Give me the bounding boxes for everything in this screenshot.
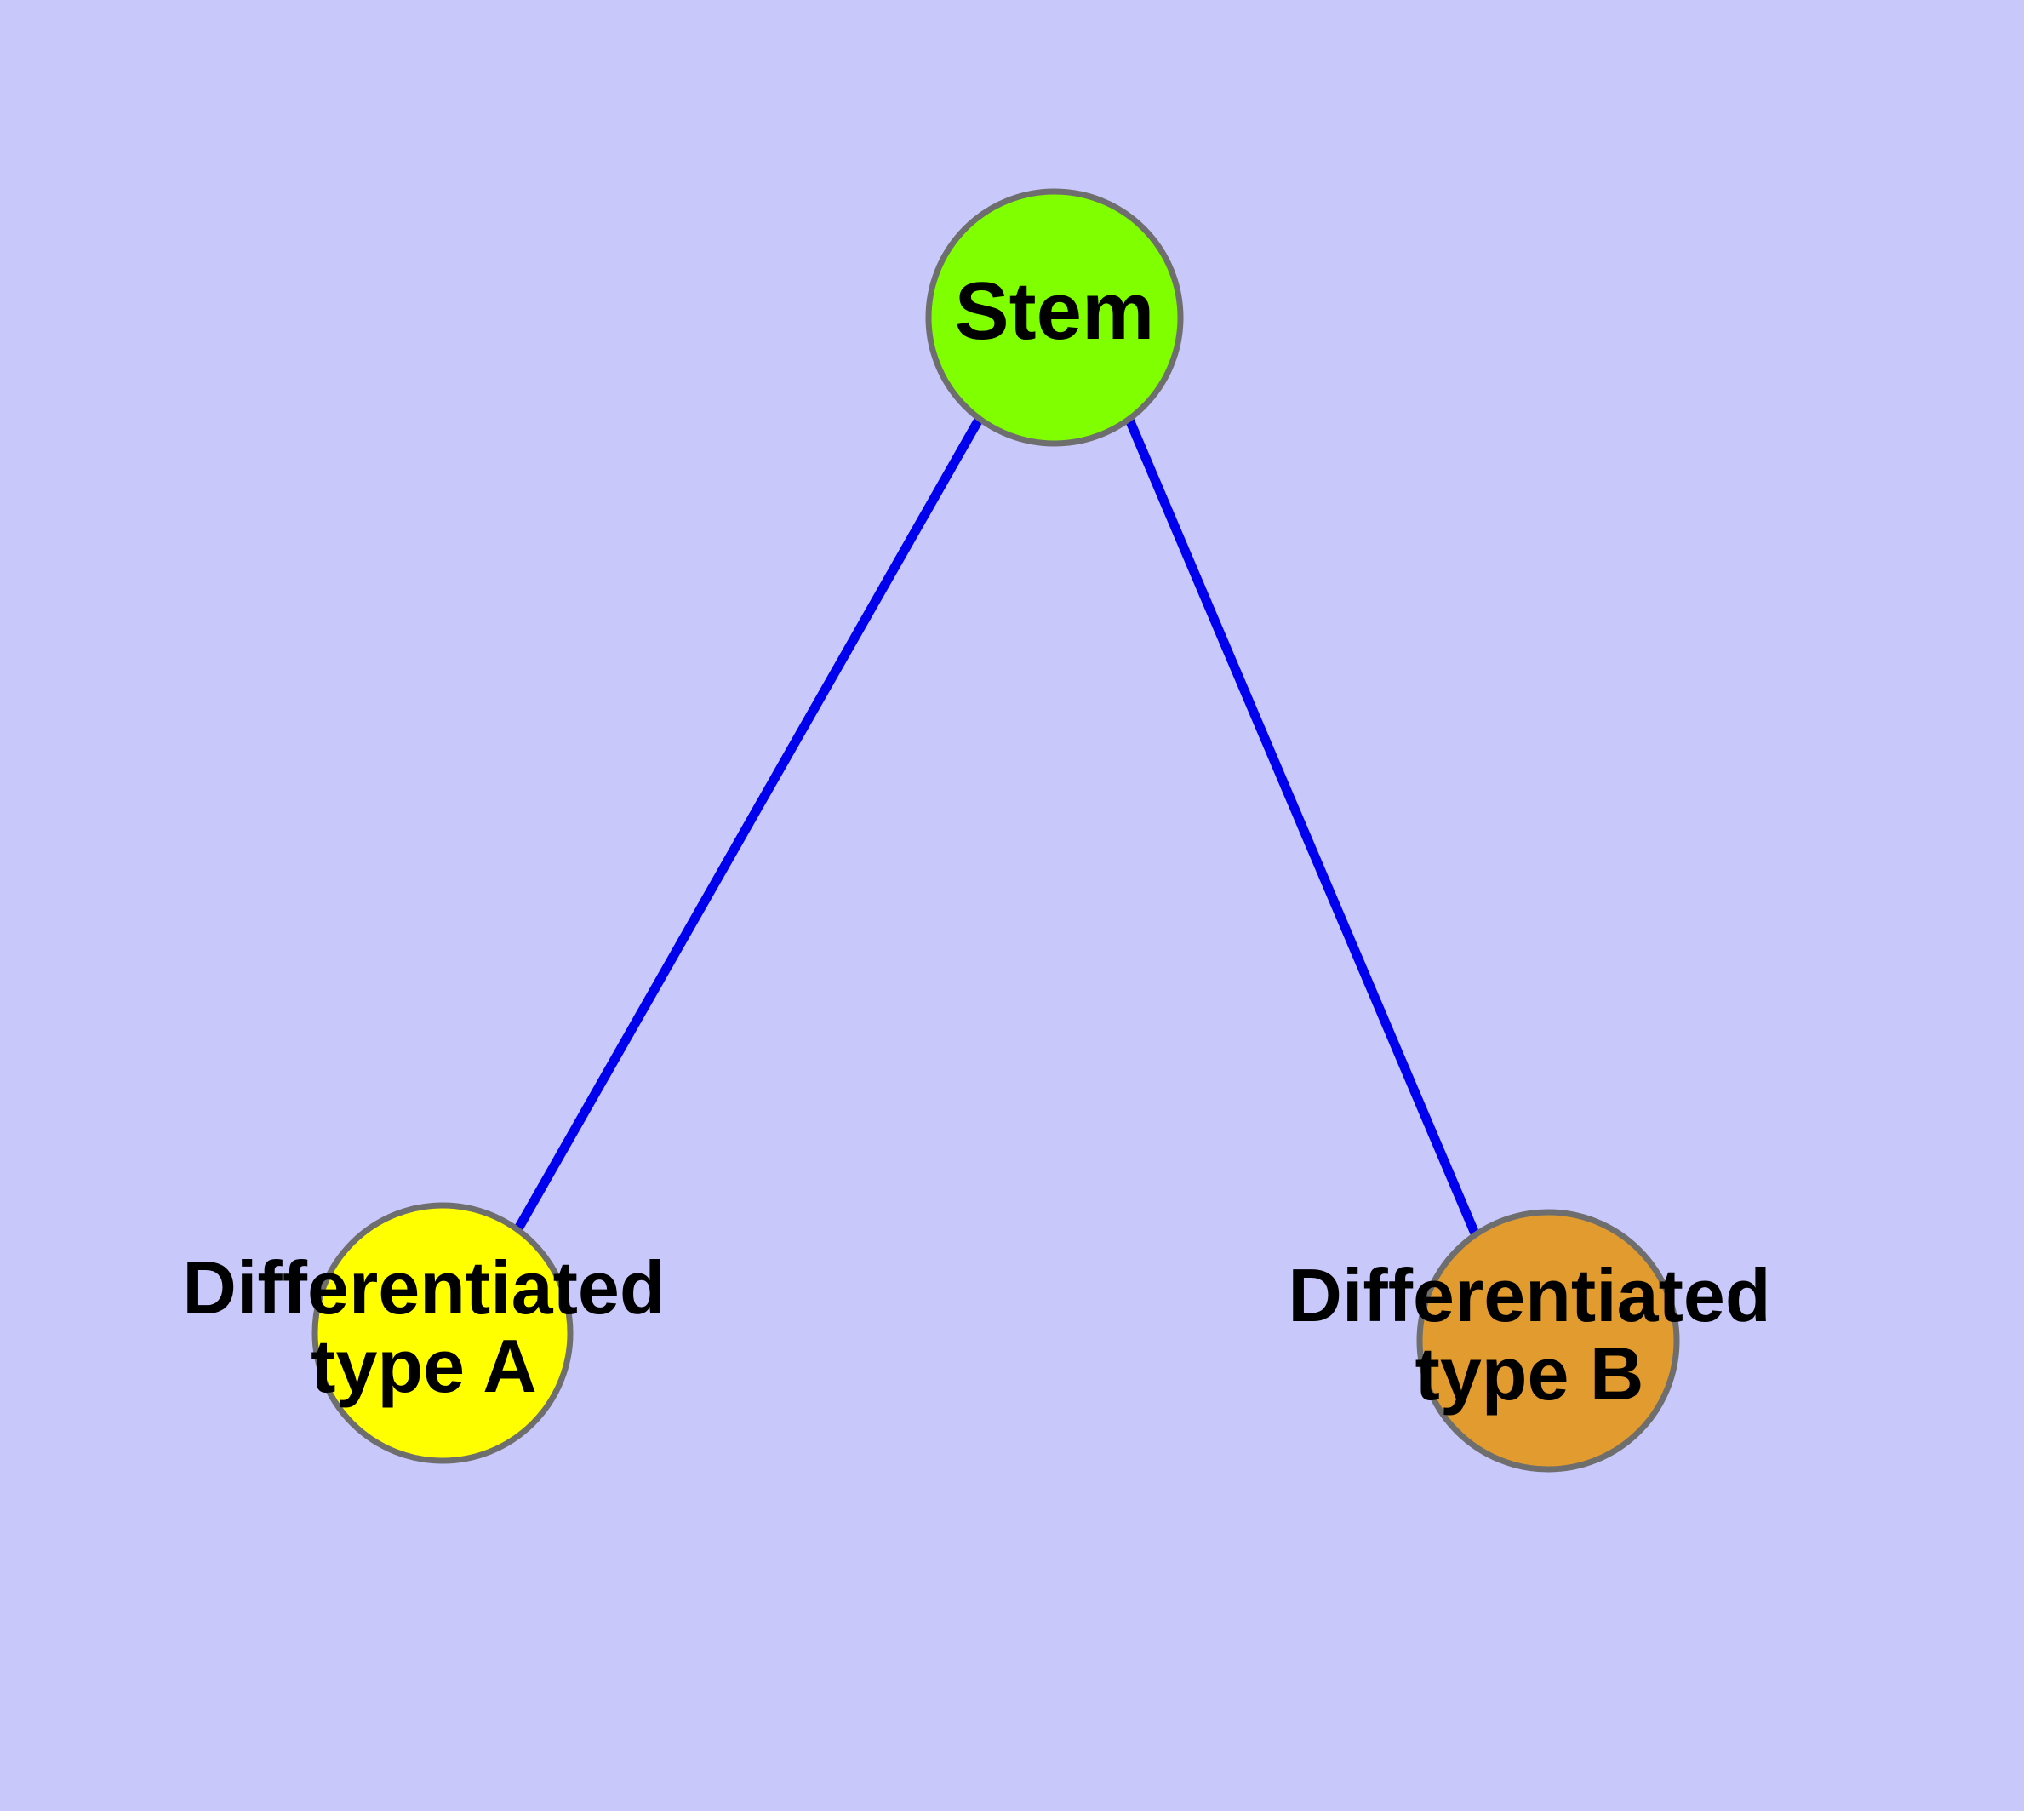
graph-node-stem[interactable]: [925, 188, 1184, 447]
label-line: type A: [311, 1324, 537, 1408]
label-line: Differentiated: [182, 1245, 665, 1330]
label-line: type B: [1415, 1331, 1644, 1416]
label-line: Differentiated: [1288, 1253, 1770, 1337]
nodes-layer: [311, 188, 1680, 1473]
label-line: Stem: [955, 266, 1155, 357]
graph-edge[interactable]: [513, 417, 983, 1233]
graph-node-diff_a[interactable]: [311, 1202, 574, 1464]
graph-edge[interactable]: [1124, 417, 1480, 1236]
graph-node-label-stem: Stem: [955, 266, 1155, 357]
graph-node-diff_b[interactable]: [1416, 1209, 1680, 1473]
edges-layer: [513, 417, 1480, 1236]
